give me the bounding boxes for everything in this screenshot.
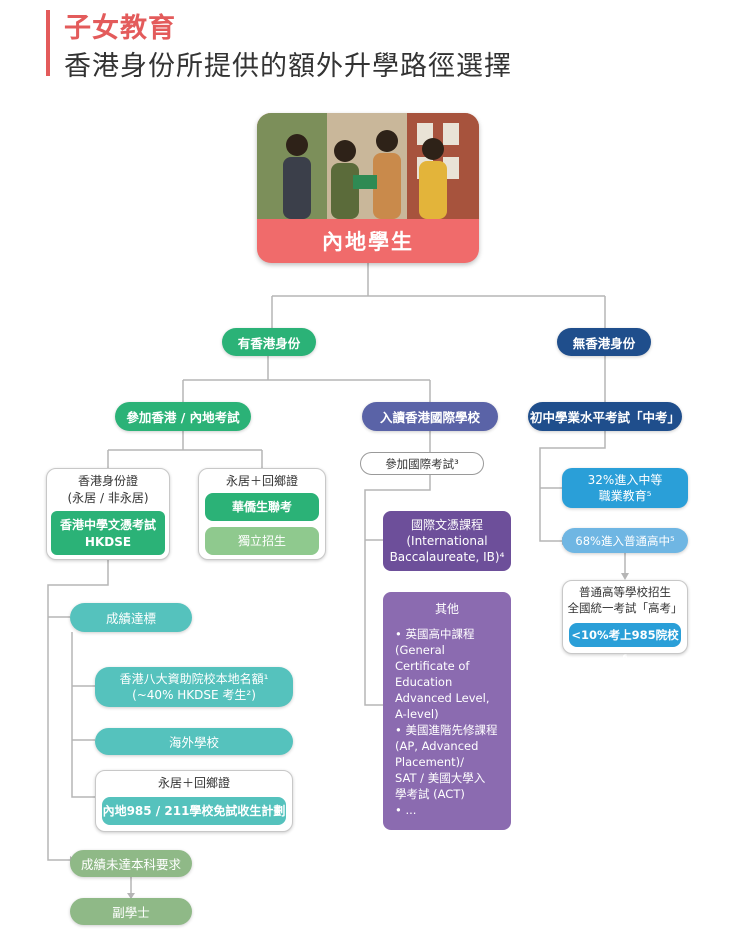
mainland-admission-card: 永居＋回鄉證 內地985 / 211學校免試收生計劃	[95, 770, 293, 832]
ib-program-box: 國際文憑課程 (International Baccalaureate, IB)…	[383, 511, 511, 571]
other-item: SAT / 美國大學入	[395, 771, 486, 785]
intl-school-pill: 入讀香港國際學校	[362, 402, 498, 431]
intl-exam-pill: 參加國際考試³	[360, 452, 484, 475]
eight-univ-line2: (~40% HKDSE 考生²)	[132, 688, 256, 702]
ib-line3: Baccalaureate, IB)⁴	[389, 550, 505, 564]
ib-line2: (International	[406, 534, 488, 548]
gaokao-line2: 全國統一考試「高考」	[567, 601, 683, 615]
gaokao-line1: 普通高等學校招生	[579, 585, 671, 599]
hkdse-line1: 香港中學文憑考試	[59, 518, 156, 532]
hkdse-line2: HKDSE	[84, 535, 132, 549]
vocational-education-box: 32%進入中等 職業教育⁵	[562, 468, 688, 508]
other-item: 學考試 (ACT)	[395, 787, 465, 801]
high-school-pill: 68%進入普通高中⁵	[562, 528, 688, 553]
gaokao-985-box: <10%考上985院校⁶	[569, 623, 681, 666]
has-hk-identity-pill: 有香港身份	[222, 328, 316, 356]
page-title: 子女教育	[64, 13, 176, 44]
overseas-school-pill: 海外學校	[95, 728, 293, 755]
results-not-met-pill: 成績未達本科要求	[70, 850, 192, 877]
other-item: (General	[395, 643, 445, 657]
other-title: 其他	[434, 602, 459, 616]
hkdse-box: 香港中學文憑考試 HKDSE	[51, 511, 165, 555]
other-programs-list: • 英國高中課程 (General Certificate of Educati…	[395, 626, 507, 818]
zhongkao-pill: 初中學業水平考試「中考」	[528, 402, 682, 431]
eight-univ-line1: 香港八大資助院校本地名額¹	[119, 672, 269, 686]
no-hk-identity-pill: 無香港身份	[557, 328, 651, 356]
other-programs-box: 其他 • 英國高中課程 (General Certificate of Educ…	[383, 592, 511, 830]
root-card: 內地學生	[257, 113, 479, 263]
mainland-985-211-box: 內地985 / 211學校免試收生計劃	[102, 797, 286, 825]
vocational-line1: 32%進入中等	[587, 473, 663, 487]
other-item: Advanced Level,	[395, 691, 490, 705]
root-label: 內地學生	[322, 230, 414, 254]
other-item: • ...	[395, 803, 417, 817]
other-item: (AP, Advanced	[395, 739, 479, 753]
page-subtitle: 香港身份所提供的額外升學路徑選擇	[64, 51, 512, 82]
other-item: Certificate of	[395, 659, 470, 673]
other-item: A-level)	[395, 707, 439, 721]
mainland-card-title: 永居＋回鄉證	[157, 776, 230, 790]
eight-universities-pill: 香港八大資助院校本地名額¹ (~40% HKDSE 考生²)	[95, 667, 293, 707]
overseas-chinese-exam-box: 華僑生聯考	[205, 493, 319, 521]
permanent-resident-card: 永居＋回鄉證 華僑生聯考 獨立招生	[198, 468, 326, 560]
ib-line1: 國際文憑課程	[410, 518, 483, 532]
associate-degree-pill: 副學士	[70, 898, 192, 925]
vocational-line2: 職業教育⁵	[598, 489, 652, 503]
gaokao-card: 普通高等學校招生 全國統一考試「高考」 <10%考上985院校⁶	[562, 580, 688, 666]
permanent-title: 永居＋回鄉證	[225, 474, 298, 488]
other-item: • 英國高中課程	[395, 627, 475, 641]
hk-id-card-box: 香港身份證 (永居 / 非永居) 香港中學文憑考試 HKDSE	[46, 468, 170, 560]
independent-admission-box: 獨立招生	[205, 527, 319, 555]
other-item: Placement)/	[395, 755, 465, 769]
other-item: Education	[395, 675, 453, 689]
id-card-line1: 香港身份證	[77, 474, 138, 488]
id-card-line2: (永居 / 非永居)	[67, 491, 149, 505]
results-met-pill: 成績達標	[70, 603, 192, 632]
other-item: • 美國進階先修課程	[395, 723, 498, 737]
hk-mainland-exam-pill: 參加香港 / 內地考試	[115, 402, 251, 431]
students-photo	[257, 113, 479, 219]
header-accent-bar	[46, 10, 50, 76]
